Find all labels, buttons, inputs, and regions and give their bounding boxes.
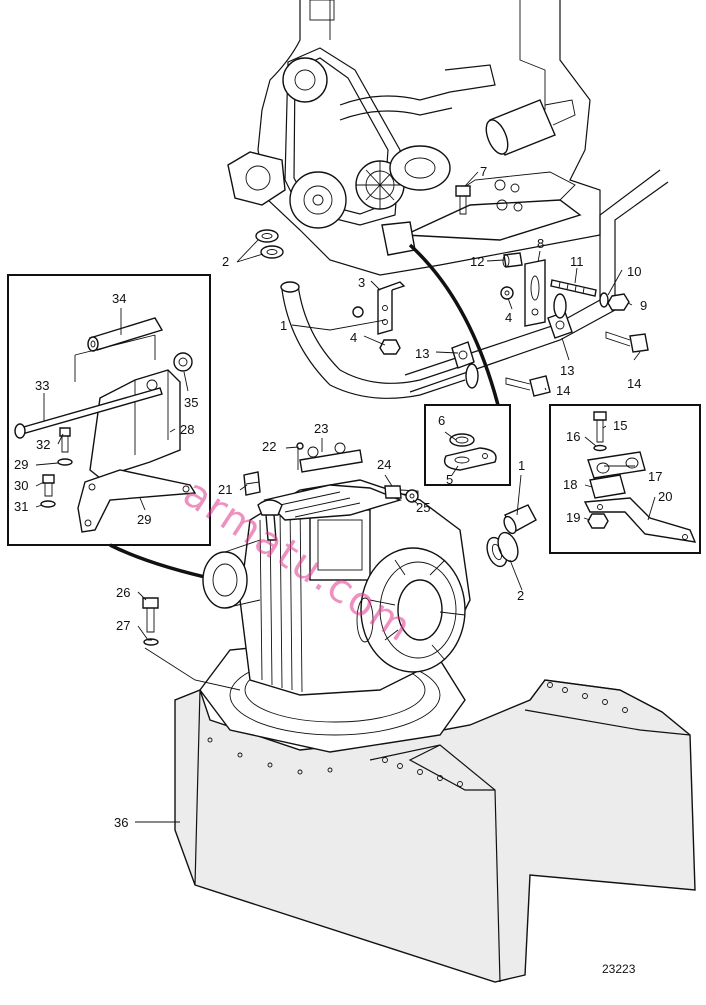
bolt-14-lower: [529, 375, 551, 397]
connector-line-upper: [408, 243, 500, 406]
nut-9: [607, 293, 630, 311]
inset-clamp-box: [549, 404, 701, 554]
bracket-8: [524, 259, 546, 327]
o-ring-6: [449, 433, 475, 447]
callout-6: 6: [438, 413, 445, 428]
callout-10: 10: [627, 264, 641, 279]
washer-10: [599, 292, 609, 308]
callout-34: 34: [112, 291, 126, 306]
plate-29: [77, 469, 197, 533]
cap-22: [296, 442, 304, 450]
washer-31: [40, 500, 56, 508]
bolt-24: [384, 485, 402, 499]
callout-9: 9: [640, 298, 647, 313]
callout-13-right: 13: [560, 363, 574, 378]
gasket-5: [443, 447, 497, 471]
callout-5: 5: [446, 472, 453, 487]
callout-16: 16: [566, 429, 580, 444]
callout-11: 11: [570, 254, 584, 269]
bolt-15: [593, 411, 607, 421]
bolt-26: [142, 597, 159, 609]
callout-36: 36: [114, 815, 128, 830]
callout-28: 28: [180, 422, 194, 437]
callout-4-right: 4: [505, 310, 512, 325]
callout-labels: 2 1 3 4 13 7 12 8 11 10 9 4 13 14 14 34 …: [14, 164, 672, 830]
callout-8: 8: [537, 236, 544, 251]
callout-29-plate: 29: [137, 512, 151, 527]
washer-25: [405, 489, 419, 503]
bolt-32: [59, 427, 71, 437]
callout-32: 32: [36, 437, 50, 452]
bracket-3: [377, 285, 393, 335]
callout-1-upper: 1: [280, 318, 287, 333]
washer-4-right: [500, 286, 514, 300]
callout-14-right: 14: [627, 376, 641, 391]
engine-assembly: [227, 0, 669, 399]
callout-7: 7: [480, 164, 487, 179]
nut-19: [587, 513, 609, 529]
callout-23: 23: [314, 421, 328, 436]
callout-1-lower: 1: [518, 458, 525, 473]
inset-bracket-box: [7, 274, 211, 546]
bolt-30: [42, 474, 55, 484]
washer-27: [143, 638, 159, 646]
callout-20: 20: [658, 489, 672, 504]
callout-30: 30: [14, 478, 28, 493]
sail-drive-unit: [142, 442, 696, 983]
callout-3: 3: [358, 275, 365, 290]
callout-4-left: 4: [350, 330, 357, 345]
callout-31: 31: [14, 499, 28, 514]
callout-18: 18: [563, 477, 577, 492]
callout-29-left: 29: [14, 457, 28, 472]
nut-4-left: [379, 339, 401, 355]
callout-25: 25: [416, 500, 430, 515]
callout-33: 33: [35, 378, 49, 393]
callout-14-lower: 14: [556, 383, 570, 398]
leader-lines: [35, 171, 656, 823]
callout-21: 21: [218, 482, 232, 497]
connector-line-left: [109, 543, 219, 582]
inset-gasket-box: [424, 404, 511, 486]
callout-22: 22: [262, 439, 276, 454]
nut-35: [173, 352, 193, 372]
callout-27: 27: [116, 618, 130, 633]
callout-12: 12: [470, 254, 484, 269]
callout-15: 15: [613, 418, 627, 433]
stud-11: [550, 279, 597, 297]
callout-35: 35: [184, 395, 198, 410]
upper-fasteners: [255, 185, 649, 397]
diagram-number: 23223: [602, 962, 636, 976]
callout-2-lower: 2: [517, 588, 524, 603]
bolt-7: [455, 185, 471, 197]
callout-26: 26: [116, 585, 130, 600]
bolt-14-right: [629, 333, 649, 353]
callout-13-left: 13: [415, 346, 429, 361]
o-ring-2-upper: [255, 229, 279, 243]
strap-20: [583, 497, 697, 543]
callout-24: 24: [377, 457, 391, 472]
callout-19: 19: [566, 510, 580, 525]
washer-29-upper: [57, 458, 73, 466]
callout-2-upper: 2: [222, 254, 229, 269]
callout-17: 17: [648, 469, 662, 484]
bracket-23: [299, 449, 363, 473]
clamp-18: [589, 474, 626, 499]
